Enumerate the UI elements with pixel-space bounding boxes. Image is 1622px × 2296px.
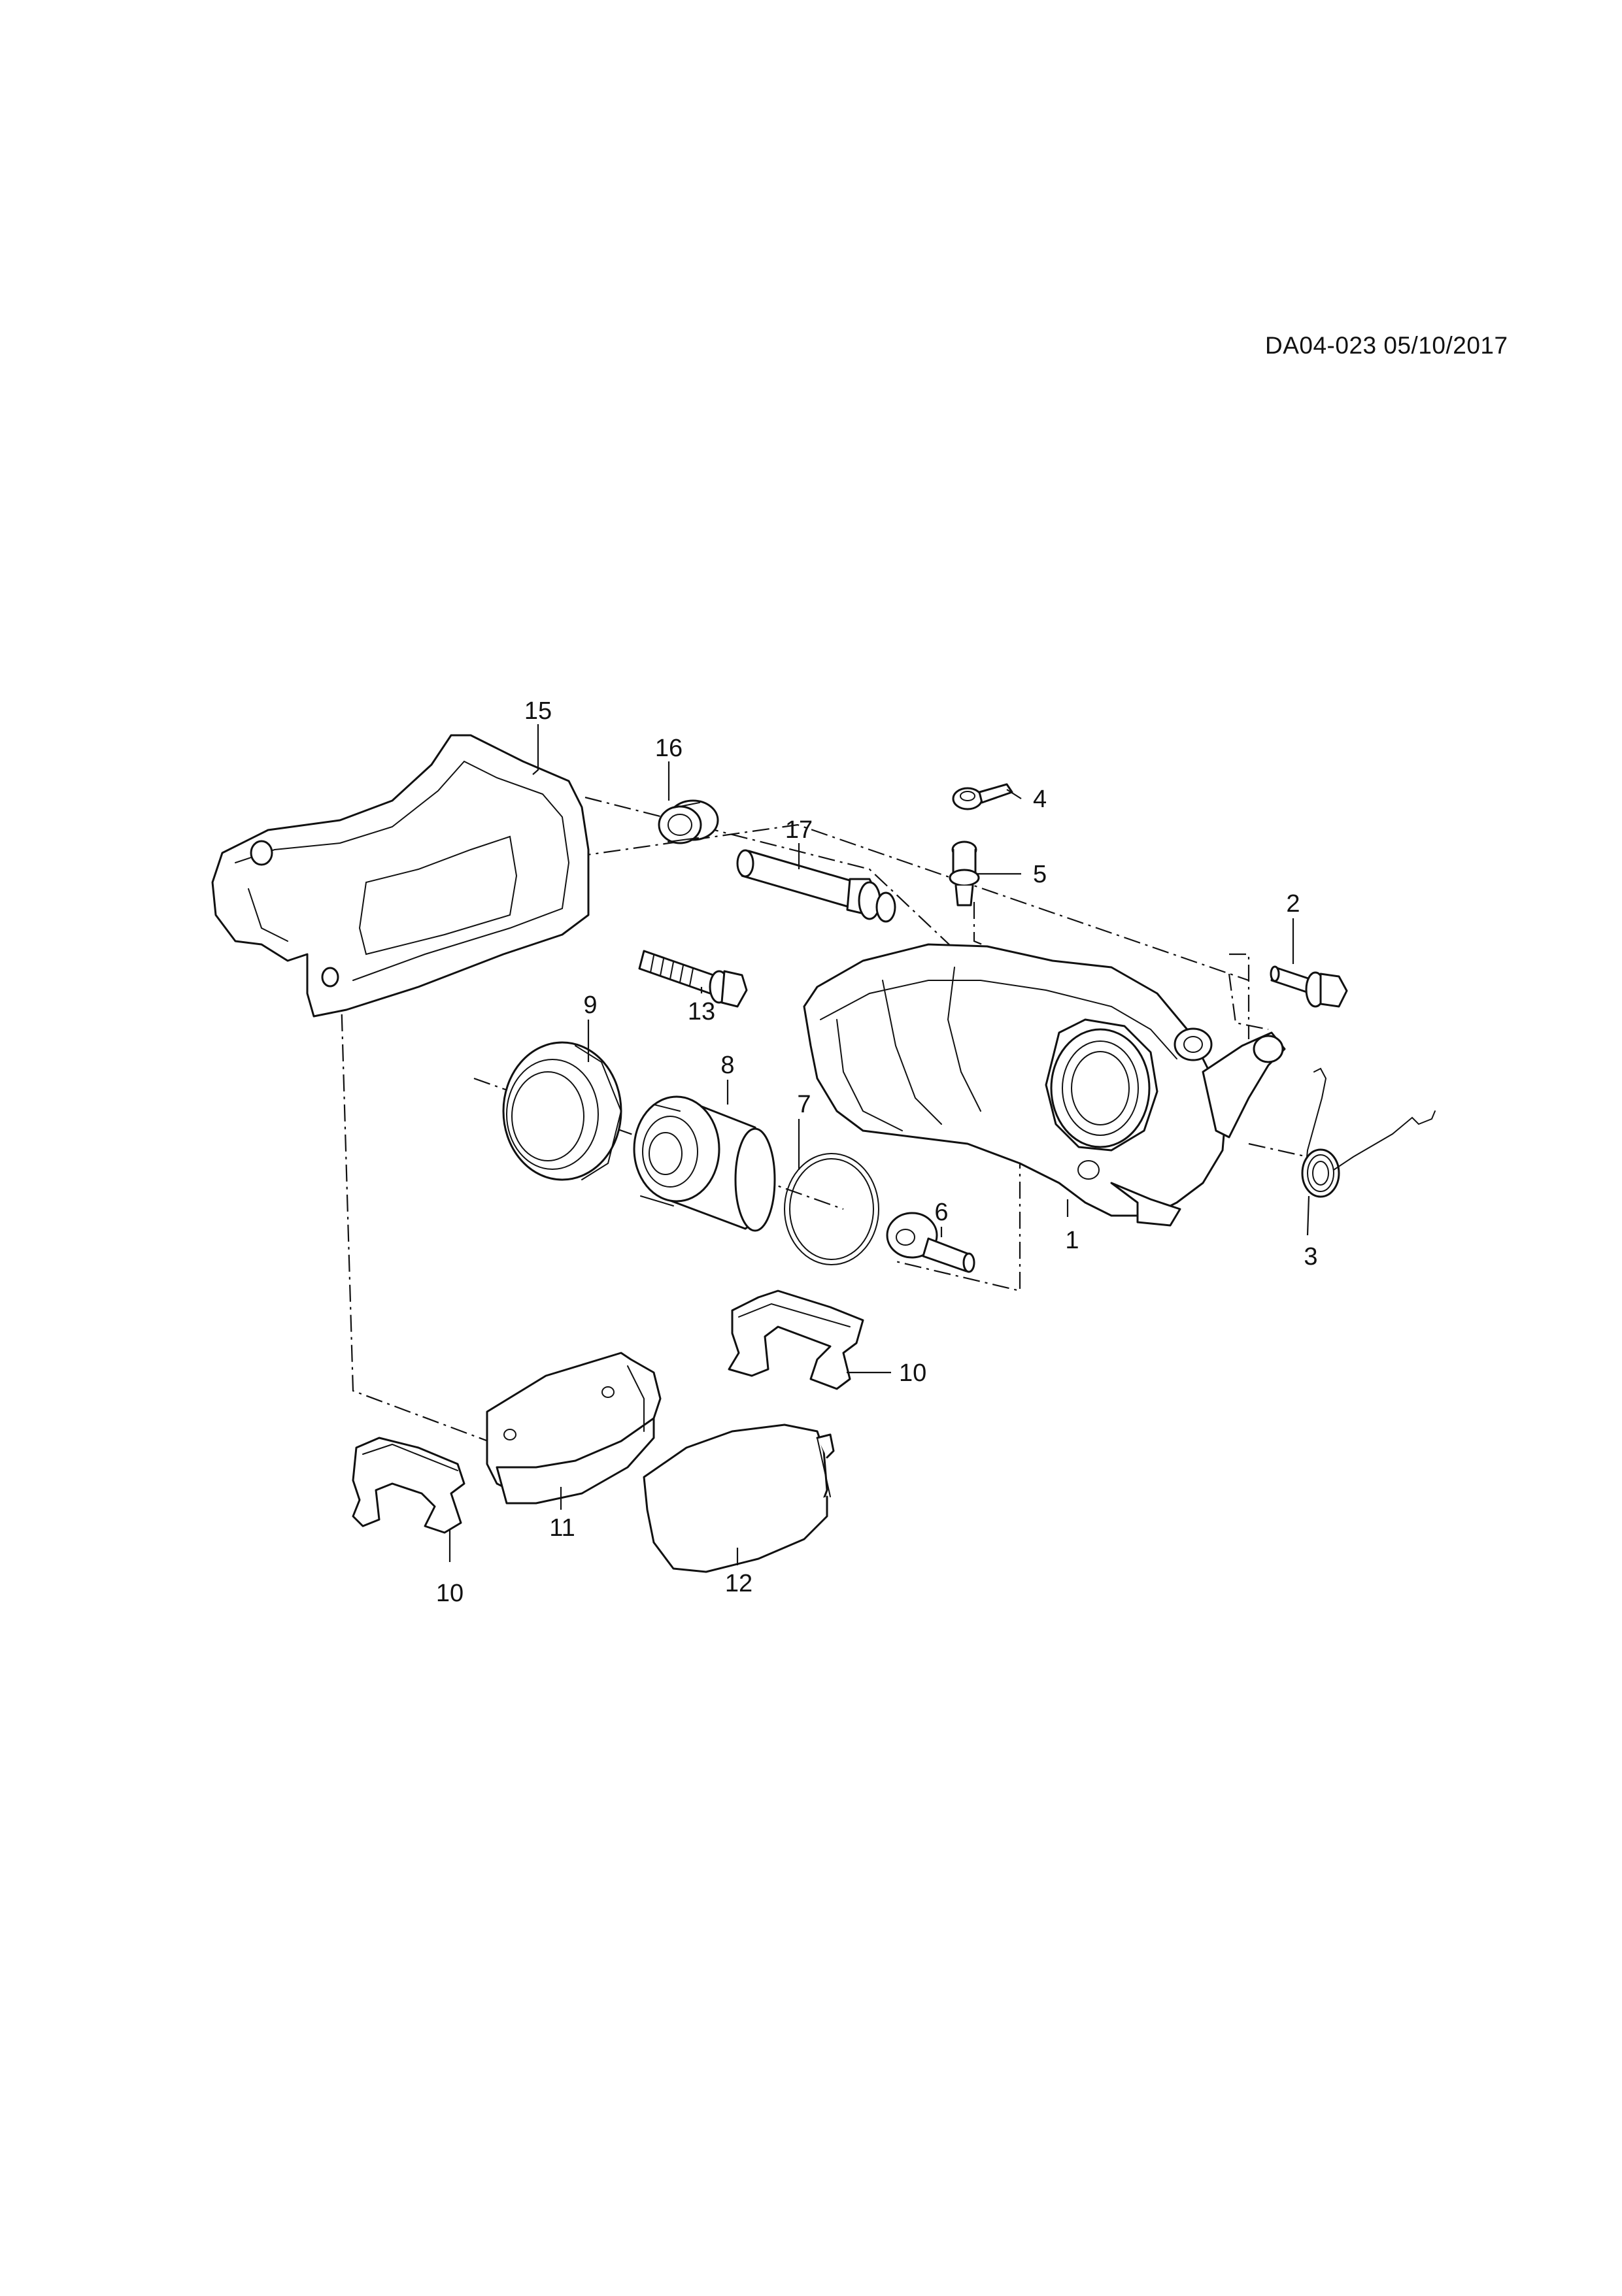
callout-2: 2 — [1286, 890, 1300, 918]
callout-1: 1 — [1065, 1227, 1079, 1254]
outer-brake-pad — [643, 1423, 835, 1573]
caliper-piston — [633, 1095, 776, 1232]
callout-6: 6 — [934, 1199, 948, 1226]
callout-13: 13 — [688, 998, 715, 1025]
callout-7: 7 — [797, 1091, 811, 1118]
pad-clip-upper — [728, 1289, 864, 1390]
bleeder-cap — [952, 783, 1013, 810]
caliper-carrier-bracket — [211, 734, 590, 1018]
carrier-mounting-bolt — [638, 950, 748, 1008]
pad-clip-lower — [352, 1437, 465, 1534]
guide-pin-bolt — [736, 849, 896, 923]
return-spring — [1301, 1067, 1436, 1198]
guide-bush — [658, 799, 719, 844]
piston-seal-ring — [784, 1153, 879, 1265]
callout-5: 5 — [1033, 861, 1047, 888]
callout-10-upper: 10 — [899, 1359, 926, 1387]
callout-17: 17 — [785, 816, 813, 844]
inner-brake-pad — [486, 1352, 662, 1505]
callout-16: 16 — [655, 735, 683, 762]
callout-15: 15 — [524, 697, 552, 725]
hex-bolt — [1270, 965, 1348, 1008]
leader-lines — [448, 724, 1310, 1565]
callout-3: 3 — [1304, 1243, 1317, 1271]
callout-4: 4 — [1033, 786, 1047, 813]
callout-9: 9 — [583, 991, 597, 1019]
caliper-housing — [803, 943, 1286, 1227]
piston-dust-boot — [502, 1041, 622, 1181]
callout-10-lower: 10 — [436, 1580, 464, 1607]
callout-8: 8 — [720, 1052, 734, 1079]
bleeder-screw — [949, 840, 980, 907]
callout-11: 11 — [549, 1514, 575, 1542]
brake-hose-fitting — [886, 1212, 975, 1273]
document-reference: DA04-023 05/10/2017 — [1265, 332, 1508, 359]
callout-12: 12 — [725, 1570, 752, 1597]
callout-labels: 1 2 3 4 5 6 7 8 9 10 10 11 12 13 15 16 1… — [436, 697, 1318, 1607]
